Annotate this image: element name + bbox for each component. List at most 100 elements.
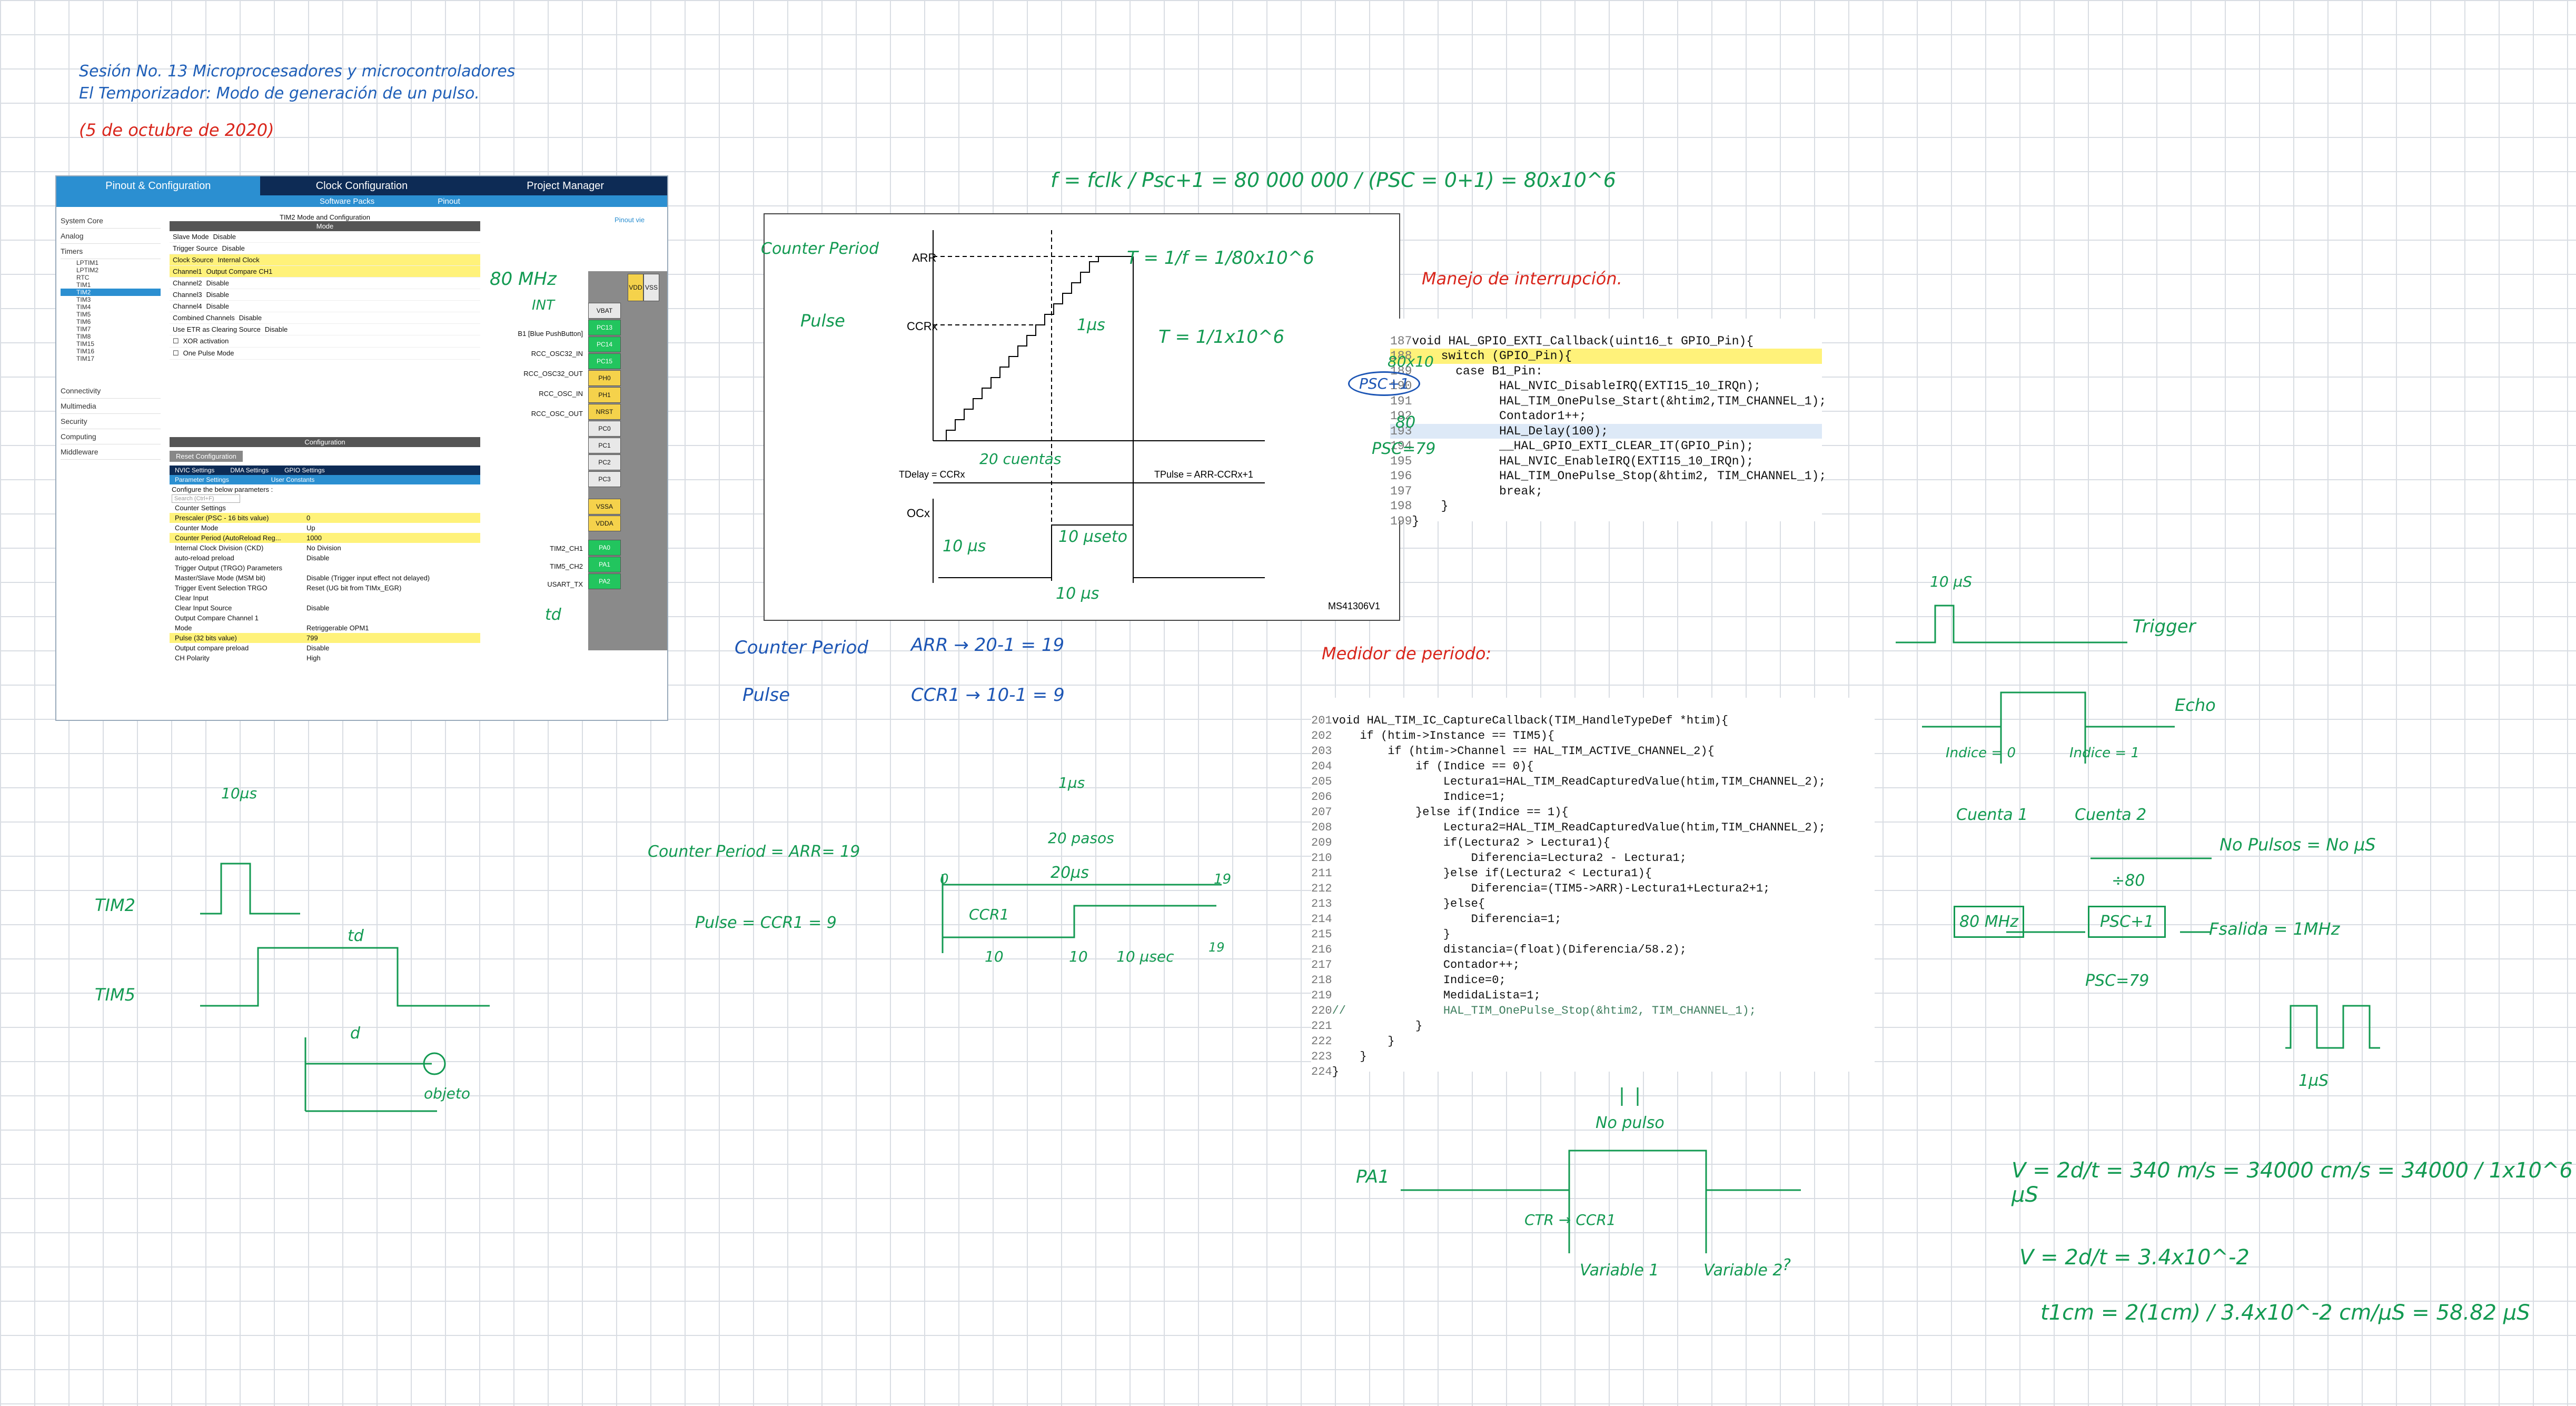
code-line: 188 switch (GPIO_Pin){: [1390, 349, 1822, 364]
eighty-x-note: 80x10: [1388, 353, 1434, 370]
timer-rtc[interactable]: RTC: [76, 274, 90, 281]
pin-pc1[interactable]: PC1: [588, 438, 621, 453]
checkbox-icon[interactable]: ☐: [173, 349, 179, 357]
category-multimedia[interactable]: Multimedia: [61, 399, 161, 414]
param-value[interactable]: Disable: [306, 604, 330, 612]
pin-pa2[interactable]: PA2: [588, 573, 621, 589]
category-connectivity[interactable]: Connectivity: [61, 383, 161, 399]
pin-pc2[interactable]: PC2: [588, 454, 621, 470]
tab-nvic-settings[interactable]: NVIC Settings: [175, 467, 215, 474]
tab-parameter-settings[interactable]: Parameter Settings: [175, 476, 229, 483]
reset-configuration-button[interactable]: Reset Configuration: [170, 451, 243, 462]
interrupt-section-title: Manejo de interrupción.: [1422, 269, 1622, 289]
tab-clock-configuration[interactable]: Clock Configuration: [260, 176, 464, 195]
software-packs-menu[interactable]: Software Packs: [320, 196, 375, 206]
object-circle: [423, 1052, 446, 1075]
timer-tim7[interactable]: TIM7: [76, 325, 91, 333]
ten-us-top-note: 10µs: [221, 785, 257, 802]
tab-pinout-configuration[interactable]: Pinout & Configuration: [56, 176, 260, 195]
mode-select[interactable]: Disable: [264, 325, 288, 333]
mode-header: Mode: [170, 221, 480, 231]
timer-tim15[interactable]: TIM15: [76, 340, 95, 348]
pin-pc3[interactable]: PC3: [588, 471, 621, 487]
timer-lptim2[interactable]: LPTIM2: [76, 266, 99, 274]
pin-vss[interactable]: VSS: [643, 274, 659, 301]
mode-select[interactable]: Disable: [213, 233, 236, 241]
pin-pc14[interactable]: PC14: [588, 336, 621, 352]
mode-select[interactable]: Disable: [239, 314, 262, 322]
category-system-core[interactable]: System Core: [61, 213, 161, 229]
config-header: Configuration: [170, 437, 480, 447]
mode-select[interactable]: Disable: [206, 302, 230, 310]
ten-b-note: 10: [1069, 948, 1088, 965]
timer-tim4[interactable]: TIM4: [76, 303, 91, 311]
mode-select[interactable]: Internal Clock: [217, 256, 260, 264]
code-line: 196 HAL_TIM_OnePulse_Stop(&htim2, TIM_CH…: [1390, 469, 1827, 483]
pin-ph0[interactable]: PH0: [588, 370, 621, 386]
category-analog[interactable]: Analog: [61, 229, 161, 244]
code-line: 209 if(Lectura2 > Lectura1){: [1311, 836, 1610, 849]
param-label: Master/Slave Mode (MSM bit): [175, 574, 265, 582]
timer-tim17[interactable]: TIM17: [76, 355, 95, 362]
param-value[interactable]: Disable (Trigger input effect not delaye…: [306, 574, 430, 582]
timer-tim2[interactable]: TIM2: [61, 289, 161, 296]
param-value[interactable]: Reset (UG bit from TIMx_EGR): [306, 584, 402, 592]
timer-lptim1[interactable]: LPTIM1: [76, 259, 99, 266]
category-timers[interactable]: Timers: [61, 244, 161, 259]
timer-tim16[interactable]: TIM16: [76, 348, 95, 355]
param-value[interactable]: Up: [306, 524, 315, 532]
mode-select[interactable]: Disable: [206, 279, 230, 287]
checkbox-icon[interactable]: ☐: [173, 337, 179, 345]
pin-vdda[interactable]: VDDA: [588, 516, 621, 531]
tim5-pulse: [200, 947, 490, 1007]
pin-pc0[interactable]: PC0: [588, 421, 621, 437]
param-value[interactable]: No Division: [306, 544, 341, 552]
period-section-title: Medidor de periodo:: [1322, 643, 1492, 664]
param-value[interactable]: 0: [306, 514, 311, 522]
pin-pc13[interactable]: PC13: [588, 320, 621, 335]
pin-vssa[interactable]: VSSA: [588, 499, 621, 514]
mode-select[interactable]: Disable: [222, 244, 245, 252]
category-computing[interactable]: Computing: [61, 429, 161, 444]
pin-nrst[interactable]: NRST: [588, 404, 621, 420]
trigger-pulse: [1896, 605, 2127, 643]
timer-tim1[interactable]: TIM1: [76, 281, 91, 289]
tab-user-constants[interactable]: User Constants: [271, 476, 315, 483]
pinout-menu[interactable]: Pinout: [438, 196, 460, 206]
pin-ph1[interactable]: PH1: [588, 387, 621, 403]
param-value[interactable]: High: [306, 654, 321, 662]
code-text: distancia=(float)(Diferencia/58.2);: [1332, 943, 1687, 956]
pin-vdd[interactable]: VDD: [628, 274, 643, 301]
mode-label: Use ETR as Clearing Source: [173, 325, 261, 333]
pinout-view-link[interactable]: Pinout vie: [615, 216, 645, 224]
category-security[interactable]: Security: [61, 414, 161, 429]
mode-select[interactable]: Disable: [206, 291, 230, 299]
pin-vbat[interactable]: VBAT: [588, 303, 621, 319]
tab-dma-settings[interactable]: DMA Settings: [230, 467, 269, 474]
indice1-label: Indice = 1: [2069, 745, 2140, 761]
timer-tim8[interactable]: TIM8: [76, 333, 91, 340]
int-note: INT: [532, 298, 554, 313]
timer-tim6[interactable]: TIM6: [76, 318, 91, 325]
timer-tim5[interactable]: TIM5: [76, 311, 91, 318]
param-value[interactable]: Retriggerable OPM1: [306, 624, 369, 632]
pin-pa1[interactable]: PA1: [588, 557, 621, 572]
search-input[interactable]: Search (Ctrl+F): [172, 494, 240, 503]
param-value[interactable]: Disable: [306, 644, 330, 652]
pin-pa0[interactable]: PA0: [588, 540, 621, 556]
category-middleware[interactable]: Middleware: [61, 444, 161, 460]
code-line: 187void HAL_GPIO_EXTI_Callback(uint16_t …: [1390, 334, 1754, 348]
mode-select[interactable]: Output Compare CH1: [206, 268, 273, 275]
code-line: 223 }: [1311, 1050, 1367, 1063]
param-value[interactable]: Disable: [306, 554, 330, 562]
counter-staircase: [938, 256, 1133, 441]
code-line: 207 }else if(Indice == 1){: [1311, 806, 1569, 819]
tab-project-manager[interactable]: Project Manager: [463, 176, 667, 195]
pin-pc15[interactable]: PC15: [588, 353, 621, 369]
code-text: void HAL_TIM_IC_CaptureCallback(TIM_Hand…: [1332, 714, 1729, 727]
tab-gpio-settings[interactable]: GPIO Settings: [284, 467, 325, 474]
timer-tim3[interactable]: TIM3: [76, 296, 91, 303]
param-value[interactable]: 799: [306, 634, 318, 642]
param-value[interactable]: 1000: [306, 534, 322, 542]
code-text: }: [1332, 1035, 1395, 1048]
